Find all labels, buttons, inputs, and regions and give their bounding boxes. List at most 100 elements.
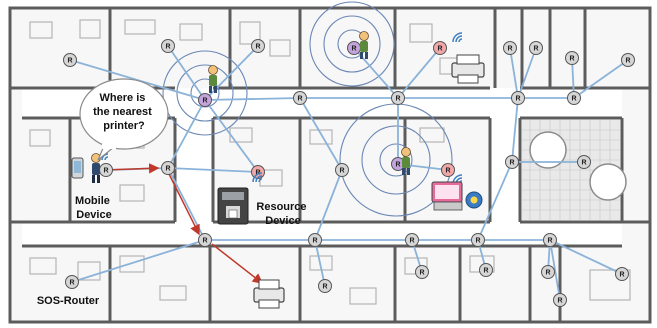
network-link [549, 239, 623, 275]
router-node-icon: R [541, 265, 555, 279]
router-letter: R [395, 96, 400, 103]
router-letter: R [165, 44, 170, 51]
router-letter: R [202, 98, 207, 105]
router-node-icon: R [621, 53, 635, 67]
corridor-west [175, 88, 213, 246]
router-letter: R [483, 268, 488, 275]
router-letter: R [625, 58, 630, 65]
network-link [573, 59, 629, 99]
network-link [511, 97, 519, 163]
query-route [105, 163, 264, 284]
router-node-icon: R [511, 91, 525, 105]
furniture-layer [29, 19, 631, 305]
router-node-icon: R [505, 155, 519, 169]
router-letter: R [322, 284, 327, 291]
network-link [314, 239, 326, 287]
network-link [299, 97, 343, 171]
resource-device-label: Resource Device [256, 201, 309, 227]
network-link [167, 167, 259, 173]
network-link [204, 45, 259, 101]
resource-device-label-line-2: Device [265, 215, 300, 227]
corridor-south [22, 222, 622, 246]
router-letter: R [339, 168, 344, 175]
resource-device-label-line-1: Resource [256, 201, 306, 213]
network-link [71, 239, 206, 283]
person-icon [401, 147, 411, 175]
network-link [397, 47, 441, 99]
network-link [204, 99, 259, 173]
question-line-2: the nearest [93, 106, 152, 118]
mobile-device-label-line-1: Mobile [75, 195, 110, 207]
network-link [167, 99, 206, 169]
network-link [477, 161, 513, 241]
router-node-icon: R [347, 41, 361, 55]
coffee-machine-icon [217, 187, 249, 225]
router-letter: R [255, 170, 260, 177]
router-node-icon: R [318, 279, 332, 293]
wifi-signal-icon [452, 32, 463, 43]
router-node-icon: R [65, 275, 79, 289]
mobile-device-label: Mobile Device [75, 195, 113, 221]
router-node-icon: R [415, 265, 429, 279]
router-letter: R [395, 162, 400, 169]
router-letter: R [581, 160, 586, 167]
router-letter: R [445, 168, 450, 175]
printer-icon [253, 279, 285, 309]
printer-icon [451, 54, 485, 84]
mobile-device-label-line-2: Device [76, 209, 111, 221]
sos-router-label: SOS-Router [37, 295, 100, 307]
question-bubble: Where is the nearest printer? [79, 78, 169, 161]
router-node-icon: R [543, 233, 557, 247]
router-node-icon: R [308, 233, 322, 247]
router-letter: R [509, 160, 514, 167]
router-node-icon: R [293, 91, 307, 105]
router-node-icon: R [615, 267, 629, 281]
router-letter: R [409, 238, 414, 245]
router-node-icon: R [479, 263, 493, 277]
network-link [314, 169, 343, 241]
network-link [167, 45, 206, 101]
person-icon [359, 31, 369, 59]
router-letter: R [515, 96, 520, 103]
person-icon [208, 65, 218, 93]
router-node-icon: R [198, 93, 212, 107]
router-letter: R [419, 270, 424, 277]
tablet-icon [431, 181, 483, 211]
meeting-table-icon [589, 163, 627, 201]
router-letter: R [475, 238, 480, 245]
router-letter: R [351, 46, 356, 53]
router-letter: R [571, 96, 576, 103]
router-letter: R [557, 298, 562, 305]
mobile-phone-icon [71, 157, 84, 179]
svg-text:Where is the nearest: Where is the nearest printer? [93, 92, 155, 132]
router-node-icon: R [63, 53, 77, 67]
router-letter: R [437, 46, 442, 53]
router-node-icon: R [198, 233, 212, 247]
router-node-icon: R [567, 91, 581, 105]
question-line-3: printer? [103, 120, 145, 132]
router-letter: R [569, 56, 574, 63]
router-letter: R [547, 238, 552, 245]
router-node-icon: R [335, 163, 349, 177]
router-node-icon: R [251, 39, 265, 53]
router-node-icon: R [161, 39, 175, 53]
router-node-icon: R [405, 233, 419, 247]
router-letter: R [202, 238, 207, 245]
router-letter: R [297, 96, 302, 103]
router-node-icon: R [503, 41, 517, 55]
question-line-1: Where is [100, 92, 146, 104]
router-node-icon: R [553, 293, 567, 307]
router-node-icon: R [391, 157, 405, 171]
router-letter: R [69, 280, 74, 287]
network-link [509, 47, 519, 99]
meeting-room [522, 120, 627, 220]
router-letter: R [67, 58, 72, 65]
router-node-icon: R [161, 161, 175, 175]
router-letter: R [533, 46, 538, 53]
router-node-icon: R [441, 163, 455, 177]
router-letter: R [619, 272, 624, 279]
router-node-icon: R [251, 165, 265, 179]
